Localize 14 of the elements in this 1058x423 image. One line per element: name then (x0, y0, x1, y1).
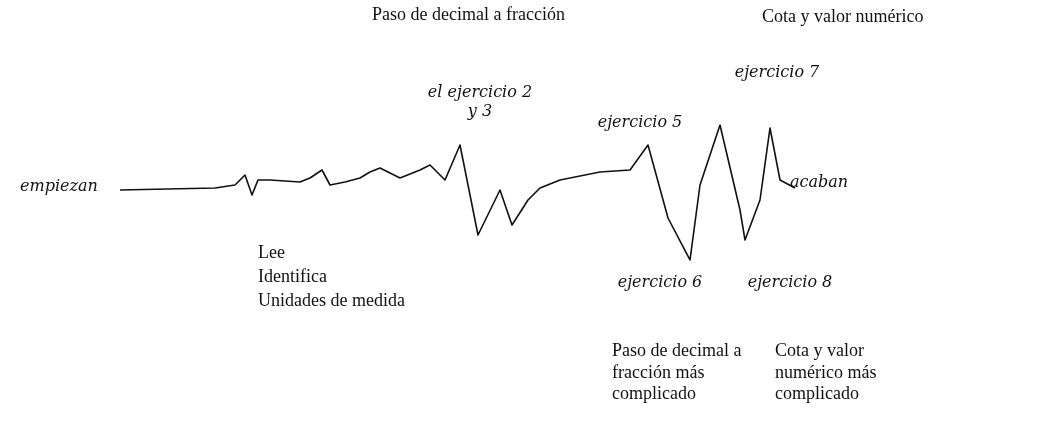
annotation-text: Cota y valor numérico (762, 6, 925, 28)
handwritten-note: el ejercicio 2 y 3 (426, 82, 534, 121)
handwritten-note: acaban (790, 172, 850, 192)
handwritten-note: ejercicio 8 (746, 272, 834, 292)
handwritten-note: ejercicio 6 (616, 272, 704, 292)
annotation-text: Cota y valor numérico más complicado (775, 340, 878, 405)
handwritten-note: ejercicio 5 (596, 112, 684, 132)
handwritten-note: empiezan (20, 176, 99, 196)
annotation-text: Unidades de medida (258, 290, 406, 312)
annotation-text: Paso de decimal a fracción más complicado (612, 340, 743, 405)
annotation-text: Paso de decimal a fracción (372, 4, 566, 26)
handwritten-note: ejercicio 7 (733, 62, 821, 82)
annotation-text: Lee (258, 242, 286, 264)
annotation-text: Identifica (258, 266, 328, 288)
